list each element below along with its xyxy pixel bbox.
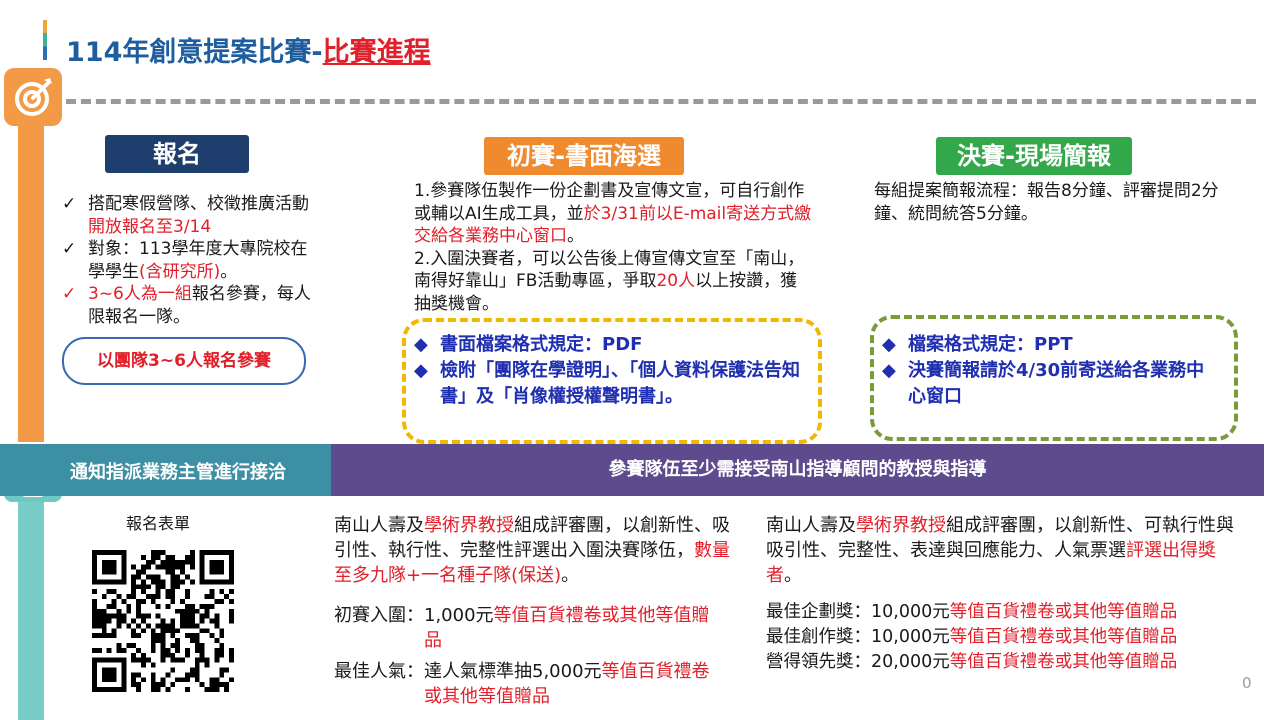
registration-item: ✓3~6人為一組報名參賽，每人限報名一隊。: [62, 284, 311, 327]
registration-item: ✓搭配寒假營隊、校徵推廣活動開放報名至3/14: [62, 194, 309, 237]
final-description: 每組提案簡報流程：報告8分鐘、評審提問2分鐘、統問統答5分鐘。: [874, 181, 1219, 224]
page-number: 0: [1242, 674, 1252, 692]
qr-code-image[interactable]: [92, 550, 234, 692]
prize-row: 最佳人氣：達人氣標準抽5,000元等值百貨禮卷或其他等值贈品: [334, 661, 710, 707]
final-format-list: ◆檔案格式規定：PPT ◆決賽簡報請於4/30前寄送給各業務中心窗口: [880, 332, 1220, 410]
title-accent-bar: [43, 20, 47, 60]
band-guidance: 參賽隊伍至少需接受南山指導顧問的教授與指導: [331, 444, 1264, 496]
preliminary-format-box: [402, 318, 822, 444]
preliminary-format-list: ◆書面檔案格式規定：PDF ◆檢附「團隊在學證明」、「個人資料保護法告知書」及「…: [412, 332, 802, 410]
prize-row: 營得領先獎：20,000元等值百貨禮卷或其他等值贈品: [766, 652, 1178, 672]
prize-row: 初賽入圍：1,000元等值百貨禮卷或其他等值贈品: [334, 605, 710, 651]
format-item: ◆檢附「團隊在學證明」、「個人資料保護法告知書」及「肖像權授權聲明書」。: [414, 360, 800, 407]
preliminary-prizes: 初賽入圍：1,000元等值百貨禮卷或其他等值贈品 最佳人氣：達人氣標準抽5,00…: [334, 603, 754, 709]
timeline-strip-top: [18, 120, 44, 442]
timeline-strip-bottom: [18, 496, 44, 720]
heading-preliminary: 初賽-書面海選: [484, 137, 684, 175]
heading-final: 決賽-現場簡報: [936, 137, 1132, 175]
heading-registration: 報名: [105, 135, 249, 173]
registration-list: ✓搭配寒假營隊、校徵推廣活動開放報名至3/14 ✓對象：113學年度大專院校在學…: [62, 193, 312, 328]
preliminary-description: 1.參賽隊伍製作一份企劃書及宣傳文宣，可自行創作或輔以AI生成工具，並於3/31…: [414, 181, 812, 314]
preliminary-judging-text: 南山人壽及學術界教授組成評審團，以創新性、吸引性、執行性、完整性評選出入圍決賽隊…: [334, 515, 730, 586]
team-size-pill: 以團隊3~6人報名參賽: [62, 337, 306, 385]
final-prizes: 最佳企劃獎：10,000元等值百貨禮卷或其他等值贈品 最佳創作獎：10,000元…: [766, 600, 1266, 675]
prize-row: 最佳企劃獎：10,000元等值百貨禮卷或其他等值贈品: [766, 602, 1178, 622]
final-format-box: [870, 315, 1238, 441]
title-highlight: 比賽進程: [322, 37, 431, 68]
format-item: ◆檔案格式規定：PPT: [882, 334, 1073, 355]
format-item: ◆決賽簡報請於4/30前寄送給各業務中心窗口: [882, 360, 1205, 407]
target-icon: [4, 68, 62, 126]
prize-row: 最佳創作獎：10,000元等值百貨禮卷或其他等值贈品: [766, 627, 1178, 647]
form-label: 報名表單: [126, 514, 191, 533]
format-item: ◆書面檔案格式規定：PDF: [414, 334, 643, 355]
band-assign-manager: 通知指派業務主管進行接洽: [0, 444, 331, 496]
final-judging-text: 南山人壽及學術界教授組成評審團，以創新性、可執行性與吸引性、完整性、表達與回應能…: [766, 515, 1234, 586]
page-title: 114年創意提案比賽-比賽進程: [66, 37, 431, 68]
registration-item: ✓對象：113學年度大專院校在學學生(含研究所)。: [62, 239, 308, 282]
title-divider: [66, 99, 1256, 104]
